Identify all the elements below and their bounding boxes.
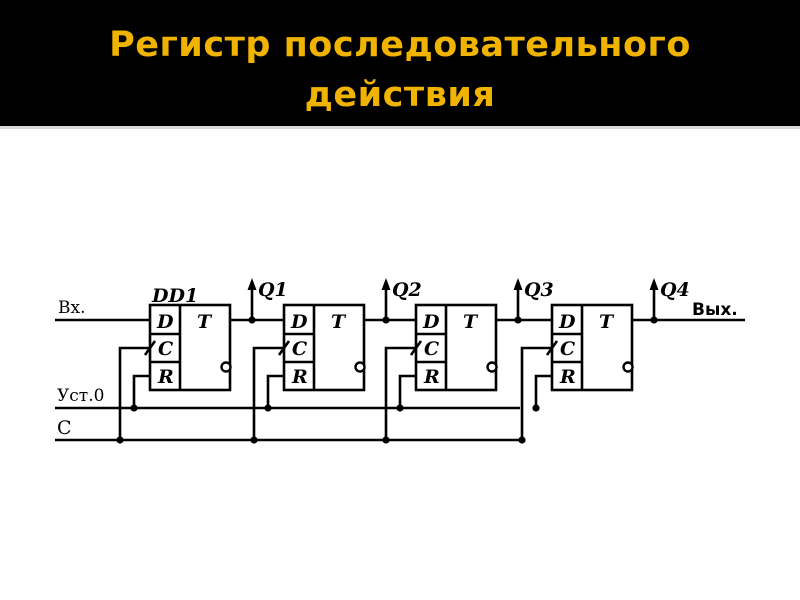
title-divider	[0, 126, 800, 129]
slide-title-line-2: действия	[304, 75, 496, 115]
q-output-label-2: Q2	[392, 279, 422, 301]
pin-d-label: D	[422, 311, 440, 333]
clock-junction	[382, 436, 390, 444]
reset-label: Уст.0	[57, 386, 104, 406]
q-arrow-icon	[513, 278, 523, 290]
clock-wire-2	[252, 346, 284, 440]
pin-c-label: C	[292, 338, 307, 360]
q-output-label-4: Q4	[660, 279, 690, 301]
pin-d-label: D	[156, 311, 174, 333]
q-arrow-icon	[381, 278, 391, 290]
pin-d-label: D	[290, 311, 308, 333]
clock-wire-1	[118, 346, 150, 440]
inverted-output-bubble	[220, 361, 232, 373]
pin-c-label: C	[424, 338, 439, 360]
pin-t-label: T	[463, 311, 479, 333]
flip-flop-box-1	[148, 303, 232, 392]
inverted-output-bubble	[622, 361, 634, 373]
slide-title: Регистр последовательного действия	[0, 20, 800, 120]
clock-junction	[116, 436, 124, 444]
pin-t-label: T	[331, 311, 347, 333]
pin-c-label: C	[158, 338, 173, 360]
title-bar	[0, 0, 800, 126]
reset-junction	[130, 404, 138, 412]
inverted-output-bubble	[486, 361, 498, 373]
q-output-label-3: Q3	[524, 279, 554, 301]
clock-wire-3	[384, 346, 416, 440]
reset-wire-1	[132, 374, 150, 408]
pin-r-label: R	[291, 366, 308, 388]
clock-junction	[250, 436, 258, 444]
input-label: Вх.	[58, 298, 85, 318]
pin-t-label: T	[599, 311, 615, 333]
clock-junction	[518, 436, 526, 444]
flip-flop-box-3	[414, 303, 498, 392]
reset-wire-2	[266, 374, 284, 408]
reset-junction	[264, 404, 272, 412]
pin-r-label: R	[157, 366, 174, 388]
slide-title-line-1: Регистр последовательного	[109, 25, 691, 65]
q-output-label-1: Q1	[258, 279, 288, 301]
pin-c-label: C	[560, 338, 575, 360]
output-label: Вых.	[692, 300, 738, 320]
reset-junction	[532, 404, 540, 412]
clock-label: C	[57, 417, 72, 439]
clock-wire-4	[520, 346, 552, 440]
pin-d-label: D	[558, 311, 576, 333]
reset-wire-3	[398, 374, 416, 408]
inverted-output-bubble	[354, 361, 366, 373]
reset-wire-4	[534, 374, 552, 408]
pin-r-label: R	[423, 366, 440, 388]
pin-t-label: T	[197, 311, 213, 333]
q-arrow-icon	[247, 278, 257, 290]
q-arrow-icon	[649, 278, 659, 290]
chip-label: DD1	[151, 285, 198, 307]
pin-r-label: R	[559, 366, 576, 388]
reset-junction	[396, 404, 404, 412]
